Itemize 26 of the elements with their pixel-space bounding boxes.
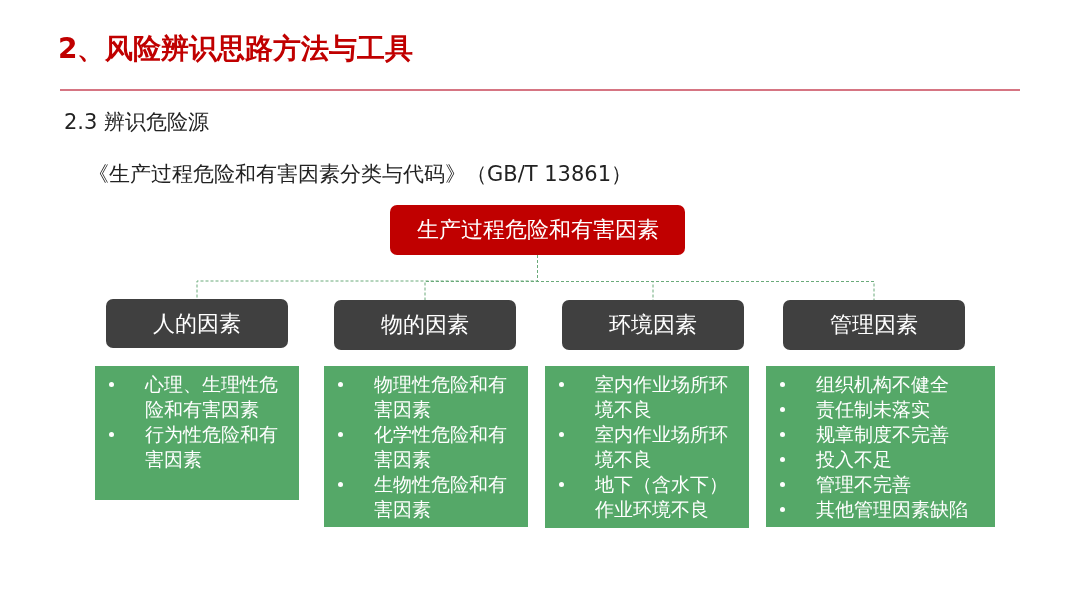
category-box: 生产过程危险和有害因素 bbox=[390, 205, 685, 255]
list-item: 责任制未落实 bbox=[816, 398, 930, 420]
heading-text: 2.3 辨识危险源 bbox=[64, 109, 210, 136]
list-item: 管理不完善 bbox=[816, 473, 911, 495]
list-item: 室内作业场所环境不良 bbox=[595, 423, 728, 470]
category-box: 管理因素 bbox=[783, 300, 965, 350]
list-item: 心理、生理性危险和有害因素 bbox=[145, 373, 278, 420]
list-item: 规章制度不完善 bbox=[816, 423, 949, 445]
heading-text: 《生产过程危险和有害因素分类与代码》（GB/T 13861） bbox=[88, 161, 633, 188]
category-box: 环境因素 bbox=[562, 300, 744, 350]
list-item: 投入不足 bbox=[816, 448, 892, 470]
list-item: 其他管理因素缺陷 bbox=[816, 498, 968, 520]
list-card bbox=[95, 366, 299, 500]
list-item: 室内作业场所环境不良 bbox=[595, 373, 728, 420]
list-item: 地下（含水下）作业环境不良 bbox=[595, 473, 728, 520]
slide-title: 2、风险辨识思路方法与工具 bbox=[58, 31, 414, 67]
list-item: 行为性危险和有害因素 bbox=[145, 423, 278, 470]
list-item: 组织机构不健全 bbox=[816, 373, 949, 395]
list-card bbox=[545, 366, 749, 528]
list-item: 化学性危险和有害因素 bbox=[374, 423, 507, 470]
category-box: 人的因素 bbox=[106, 299, 288, 348]
category-box: 物的因素 bbox=[334, 300, 516, 350]
list-item: 物理性危险和有害因素 bbox=[374, 373, 507, 420]
list-card bbox=[766, 366, 995, 527]
list-card bbox=[324, 366, 528, 527]
list-item: 生物性危险和有害因素 bbox=[374, 473, 507, 520]
